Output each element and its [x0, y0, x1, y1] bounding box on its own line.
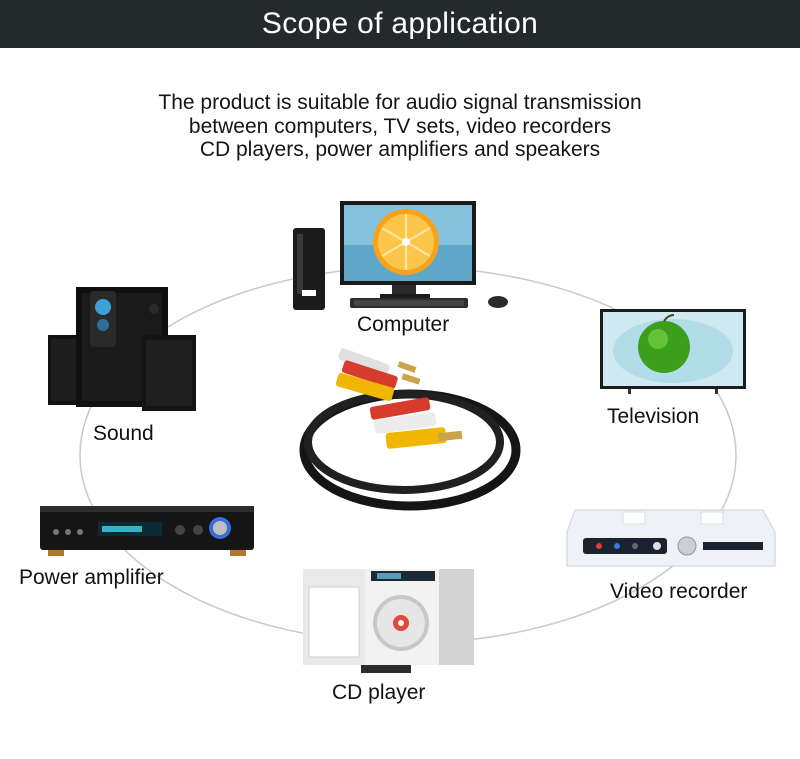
- rca-cable-illustration: [290, 342, 530, 514]
- description-line-1: The product is suitable for audio signal…: [158, 91, 642, 114]
- description-line-2: between computers, TV sets, video record…: [188, 114, 612, 138]
- computer-label: Computer: [357, 313, 450, 336]
- header-banner: Scope of application: [0, 0, 800, 48]
- power-amplifier-label: Power amplifier: [19, 566, 164, 589]
- speaker-system-illustration: [46, 285, 198, 415]
- television-label: Television: [607, 405, 700, 428]
- video-recorder-illustration: [563, 500, 778, 575]
- page-title: Scope of application: [261, 7, 539, 40]
- cd-player-illustration: [301, 567, 476, 675]
- computer-illustration: [288, 198, 518, 318]
- television-illustration: [598, 307, 748, 395]
- description-line-3: CD players, power amplifiers and speaker…: [199, 138, 601, 161]
- sound-label: Sound: [93, 422, 154, 445]
- amplifier-illustration: [38, 500, 256, 558]
- video-recorder-label: Video recorder: [610, 580, 748, 603]
- cd-player-label: CD player: [332, 681, 426, 704]
- description: The product is suitable for audio signal…: [0, 91, 800, 162]
